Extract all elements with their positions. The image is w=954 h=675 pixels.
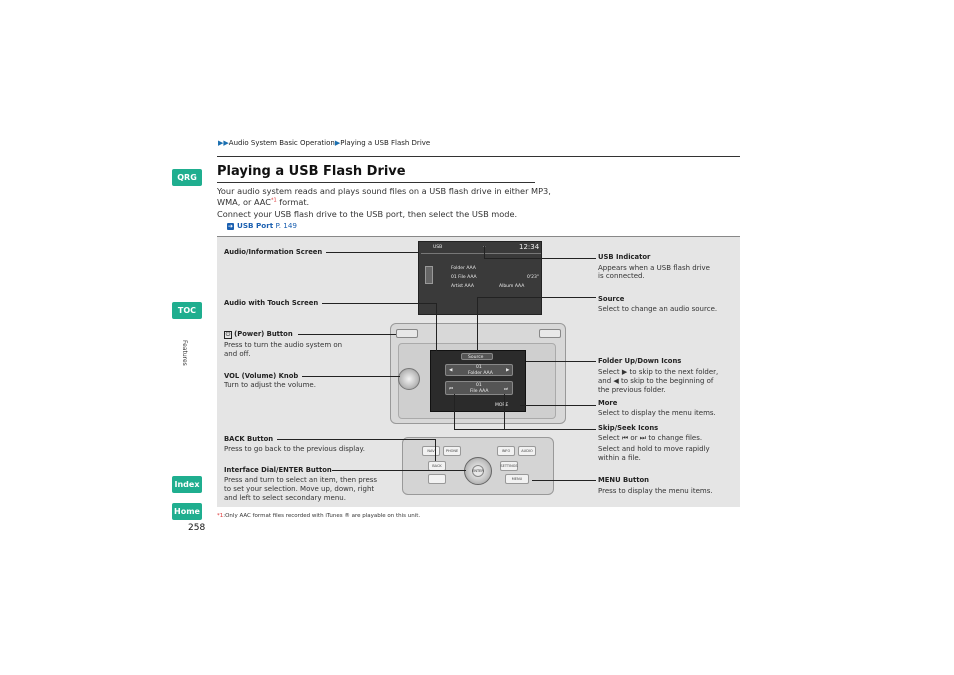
breadcrumb: ▶▶Audio System Basic Operation▶Playing a… xyxy=(218,139,430,147)
volume-knob[interactable] xyxy=(398,368,420,390)
leader-line xyxy=(326,252,418,253)
menu-button[interactable]: MENU xyxy=(505,474,529,484)
usb-drive-icon xyxy=(425,266,433,284)
leader-line xyxy=(532,480,596,481)
callout-desc: Select and hold to move rapidly xyxy=(598,445,710,453)
audio-button[interactable]: AUDIO xyxy=(518,446,536,456)
callout-desc: and left to select secondary menu. xyxy=(224,494,346,502)
skip-back-icon[interactable]: ⏮ xyxy=(449,387,454,392)
leader-line xyxy=(435,439,436,461)
callout-audio-info-screen: Audio/Information Screen xyxy=(224,248,323,256)
section-label: Features xyxy=(181,340,188,366)
callout-volume-knob: VOL (Volume) Knob xyxy=(224,372,299,380)
leader-line xyxy=(484,258,596,259)
info-button[interactable]: INFO xyxy=(497,446,515,456)
footnote-mark: *1 xyxy=(270,197,277,204)
touch-screen: Source ◀ 01 Folder AAA ▶ ⏮ 01 File AAA ⏭… xyxy=(430,350,526,412)
callout-desc: Appears when a USB flash drive xyxy=(598,264,710,272)
skip-forward-icon[interactable]: ⏭ xyxy=(504,387,509,392)
callout-desc: and off. xyxy=(224,350,251,358)
page-number: 258 xyxy=(188,523,206,533)
callout-desc: Press to go back to the previous display… xyxy=(224,445,365,453)
page-title: Playing a USB Flash Drive xyxy=(217,164,406,179)
leader-line xyxy=(520,405,596,406)
skip-forward-icon: ⏭ xyxy=(639,434,647,442)
source-button[interactable]: Source xyxy=(461,353,493,360)
leader-line xyxy=(477,297,596,298)
power-icon: ⏻ xyxy=(224,331,232,339)
callout-power-button: ⏻ (Power) Button xyxy=(224,330,293,339)
callout-menu-button: MENU Button xyxy=(598,476,650,484)
callout-desc: Select ▶ to skip to the next folder, xyxy=(598,368,719,376)
leader-line xyxy=(436,303,437,351)
folder-tile[interactable]: ◀ 01 Folder AAA ▶ xyxy=(445,364,513,376)
callout-skip-icons: Skip/Seek Icons xyxy=(598,424,659,432)
callout-source: Source xyxy=(598,295,625,303)
home-console-button[interactable] xyxy=(428,474,446,484)
callout-desc: and ◀ to skip to the beginning of xyxy=(598,377,714,385)
leader-line xyxy=(332,470,466,471)
more-button[interactable]: MORE xyxy=(495,403,509,408)
enter-button[interactable]: ENTER xyxy=(472,465,484,477)
file-tile[interactable]: ⏮ 01 File AAA ⏭ xyxy=(445,381,513,395)
callout-usb-indicator: USB Indicator xyxy=(598,253,651,261)
callout-desc: Press and turn to select an item, then p… xyxy=(224,476,378,484)
folder-up-icon[interactable]: ▶ xyxy=(506,368,510,373)
breadcrumb-item: Playing a USB Flash Drive xyxy=(340,139,431,147)
callout-interface-dial: Interface Dial/ENTER Button xyxy=(224,466,332,474)
link-arrow-icon: ➔ xyxy=(227,222,234,230)
leader-line xyxy=(454,394,455,429)
nav-button[interactable]: NAV xyxy=(422,446,440,456)
usb-port-link[interactable]: ➔USB Port P. 149 xyxy=(227,221,297,230)
breadcrumb-arrow-icon: ▶ xyxy=(334,139,341,147)
toc-button[interactable]: TOC xyxy=(172,302,202,319)
callout-desc: Select ⏮ or ⏭ to change files. xyxy=(598,434,703,442)
eject-button[interactable] xyxy=(539,329,561,338)
skip-back-icon: ⏮ xyxy=(621,434,629,442)
callout-desc: Select to display the menu items. xyxy=(598,409,716,417)
leader-line xyxy=(477,297,478,352)
breadcrumb-item[interactable]: Audio System Basic Operation xyxy=(228,139,335,147)
footnote: *1:Only AAC format files recorded with i… xyxy=(217,513,421,519)
callout-back-button: BACK Button xyxy=(224,435,274,443)
leader-line xyxy=(504,394,505,429)
callout-desc: to set your selection. Move up, down, ri… xyxy=(224,485,375,493)
breadcrumb-arrow-icon: ▶▶ xyxy=(218,139,229,147)
callout-folder-icons: Folder Up/Down Icons xyxy=(598,357,682,365)
home-button[interactable]: Home xyxy=(172,503,202,520)
callout-desc: within a file. xyxy=(598,454,641,462)
leader-line xyxy=(484,246,485,258)
leader-line xyxy=(277,439,435,440)
audio-info-screen: USB ⌁ 12:34 Folder AAA 01 File AAA 0'23"… xyxy=(418,241,542,315)
phone-button[interactable]: PHONE xyxy=(443,446,461,456)
divider xyxy=(217,156,740,157)
callout-desc: is connected. xyxy=(598,272,645,280)
intro-line: Your audio system reads and plays sound … xyxy=(217,186,551,196)
qrg-button[interactable]: QRG xyxy=(172,169,202,186)
previous-folder-icon: ◀ xyxy=(613,377,619,385)
next-folder-icon: ▶ xyxy=(621,368,628,376)
intro-line: Connect your USB flash drive to the USB … xyxy=(217,209,518,219)
leader-line xyxy=(302,376,400,377)
folder-down-icon[interactable]: ◀ xyxy=(449,368,453,373)
callout-more: More xyxy=(598,399,618,407)
callout-desc: the previous folder. xyxy=(598,386,666,394)
index-button[interactable]: Index xyxy=(172,476,202,493)
intro-line: WMA, or AAC*1 format. xyxy=(217,197,310,207)
setting-button[interactable]: SETTINGS xyxy=(500,461,518,471)
callout-desc: Press to turn the audio system on xyxy=(224,341,343,349)
callout-audio-touch-screen: Audio with Touch Screen xyxy=(224,299,319,307)
power-button[interactable] xyxy=(396,329,418,338)
leader-line xyxy=(322,303,436,304)
callout-desc: Turn to adjust the volume. xyxy=(224,381,316,389)
callout-desc: Select to change an audio source. xyxy=(598,305,718,313)
leader-line xyxy=(298,334,396,335)
callout-desc: Press to display the menu items. xyxy=(598,487,713,495)
leader-line xyxy=(526,361,596,362)
divider xyxy=(217,182,535,183)
leader-line xyxy=(454,429,596,430)
